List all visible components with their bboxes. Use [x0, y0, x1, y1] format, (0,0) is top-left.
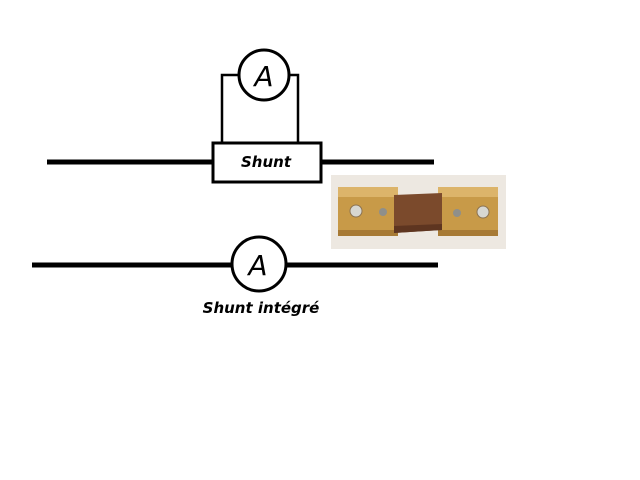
parallel-wire-right: [288, 73, 300, 143]
shunt-label: Shunt: [241, 153, 292, 171]
top-ammeter-circle: [237, 48, 291, 102]
shunt-box: [211, 141, 323, 184]
left-screw-outer: [349, 204, 363, 218]
left-terminal-highlight: [338, 187, 398, 197]
right-screw-inner: [453, 209, 461, 217]
bottom-circuit: A Shunt intégré: [32, 235, 438, 317]
resistive-strip-shadow: [394, 224, 442, 233]
left-screw-inner: [379, 208, 387, 216]
parallel-wire-left: [220, 73, 240, 143]
right-terminal-highlight: [438, 187, 498, 197]
right-terminal-shadow: [438, 230, 498, 236]
integrated-shunt-caption: Shunt intégré: [203, 299, 320, 317]
left-terminal-shadow: [338, 230, 398, 236]
right-screw-outer: [476, 205, 490, 219]
shunt-photo: [331, 175, 506, 249]
top-ammeter-symbol: A: [252, 60, 273, 93]
bottom-ammeter-circle: [230, 235, 288, 293]
resistive-strip: [394, 193, 442, 233]
bottom-ammeter-symbol: A: [246, 249, 267, 282]
top-circuit: Shunt A: [47, 48, 434, 184]
